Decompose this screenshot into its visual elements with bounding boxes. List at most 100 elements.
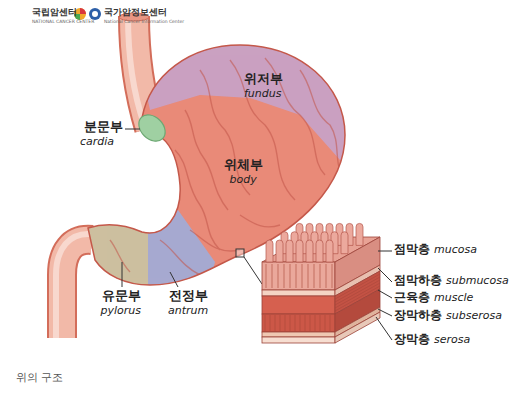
- region-label: 위체부: [224, 158, 263, 173]
- muscle-fiber: [325, 315, 326, 331]
- villus: [326, 240, 333, 262]
- gland-line: [332, 264, 333, 288]
- logo-subtext: National Cancer Information Center: [104, 19, 184, 24]
- villus: [356, 223, 363, 245]
- fold-line: [110, 240, 130, 272]
- gland-line: [314, 264, 315, 288]
- villus: [341, 232, 348, 254]
- logo-mark: [89, 8, 101, 20]
- region-label: 분문부: [84, 120, 123, 135]
- muscle-fiber: [335, 283, 380, 308]
- layer-label: 장막층: [394, 333, 430, 347]
- tissue-block: [262, 237, 380, 343]
- antrum-region: [148, 210, 215, 300]
- duodenum: [62, 240, 92, 338]
- esophagus-highlight: [128, 16, 144, 124]
- villus: [286, 240, 293, 262]
- muscle-fiber: [270, 315, 271, 331]
- muscle-fiber: [300, 315, 301, 331]
- muscle-layer: [262, 296, 335, 314]
- detail-pointer: [244, 257, 262, 284]
- fold-line: [185, 110, 228, 210]
- logo-mark: [92, 11, 98, 17]
- muscle-fiber: [305, 315, 306, 331]
- region-term: cardia: [80, 136, 114, 149]
- gland-line: [290, 264, 291, 288]
- leader-line: [170, 272, 178, 287]
- muscle-fiber: [310, 315, 311, 331]
- layer-term: muscle: [434, 292, 473, 305]
- villus: [296, 240, 303, 262]
- leader-line: [122, 262, 123, 287]
- serosa-layer: [262, 337, 335, 343]
- muscle-fiber: [285, 315, 286, 331]
- logo-text: 국립암센터: [32, 7, 77, 17]
- gastric-folds: [110, 58, 340, 275]
- logo-subtext: NATIONAL CANCER CENTER: [32, 19, 94, 24]
- region-label: 전정부: [169, 289, 208, 304]
- region-term: pylorus: [101, 305, 142, 318]
- pylorus-region: [80, 200, 148, 300]
- muscle-fiber: [315, 315, 316, 331]
- region-term: fundus: [244, 88, 282, 101]
- gland-line: [302, 264, 303, 288]
- serosa-side: [335, 312, 380, 343]
- leader-line: [378, 251, 392, 252]
- muscle-fiber: [275, 315, 276, 331]
- fold-line: [190, 230, 240, 251]
- cardia-region: [134, 110, 171, 147]
- tissue-texture: [265, 264, 380, 331]
- layer-term: serosa: [434, 334, 470, 347]
- subserosa-layer: [262, 332, 335, 337]
- muscle-fiber: [335, 280, 380, 305]
- muscle-fiber: [330, 315, 331, 331]
- leader-line: [378, 268, 392, 282]
- duodenum-highlight: [56, 234, 90, 338]
- leader-line: [378, 309, 392, 316]
- muscle-fiber: [280, 315, 281, 331]
- muscle-fiber: [290, 315, 291, 331]
- region-label: 위저부: [244, 72, 283, 87]
- logo-mark: [80, 8, 86, 14]
- fundus-region: [130, 20, 370, 175]
- villus: [276, 240, 283, 262]
- fold-line: [240, 215, 280, 227]
- layer-label: 장막하층: [394, 309, 442, 323]
- villi: [266, 223, 363, 262]
- region-term: antrum: [168, 305, 208, 318]
- logo-text: 국가암정보센터: [104, 7, 167, 17]
- region-label: 유문부: [102, 289, 141, 304]
- muscle-fiber: [335, 286, 380, 311]
- layer-leaders: [376, 251, 392, 340]
- gland-line: [326, 264, 327, 288]
- layer-term: submucosa: [446, 275, 509, 288]
- gland-line: [308, 264, 309, 288]
- muscle-fiber: [320, 315, 321, 331]
- leader-line: [378, 290, 392, 298]
- fold-line: [230, 60, 295, 200]
- fold-line: [300, 70, 340, 170]
- gland-line: [278, 264, 279, 288]
- gland-line: [272, 264, 273, 288]
- logo-icons: [74, 8, 101, 20]
- stomach-regions: [80, 20, 370, 300]
- muscle-fiber: [265, 315, 266, 331]
- leader-line: [125, 129, 140, 130]
- villus: [316, 240, 323, 262]
- muscle-layer: [262, 314, 335, 332]
- duodenum-outline: [62, 240, 92, 338]
- villus: [306, 240, 313, 262]
- leader-lines: [122, 129, 262, 287]
- layer-label: 근육층: [394, 291, 430, 305]
- layer-label: 점막하층: [394, 274, 442, 288]
- gland-line: [266, 264, 267, 288]
- gland-line: [320, 264, 321, 288]
- region-term: body: [230, 174, 257, 187]
- gland-line: [296, 264, 297, 288]
- layer-term: mucosa: [434, 244, 477, 257]
- submucosa-layer: [262, 290, 335, 296]
- gland-line: [284, 264, 285, 288]
- layer-term: subserosa: [446, 310, 502, 323]
